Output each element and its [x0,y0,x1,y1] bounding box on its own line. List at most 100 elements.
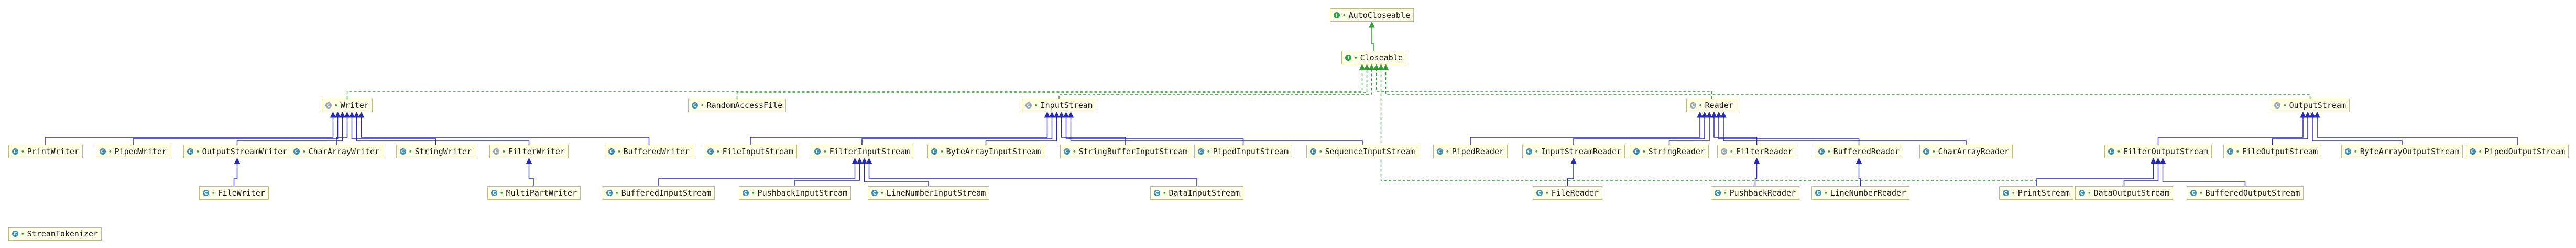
class-node-file-output-stream[interactable]: C•FileOutputStream [2223,145,2322,158]
arrowhead-icon [2155,157,2162,164]
arrowhead-icon [2300,111,2306,118]
edge-extends [336,117,348,145]
class-node-sequence-input-stream[interactable]: C•SequenceInputStream [1306,145,1419,158]
class-node-filter-input-stream[interactable]: C•FilterInputStream [811,145,914,158]
edge-extends [1713,117,1758,145]
class-name: MultiPartWriter [506,188,577,198]
class-node-file-writer[interactable]: C•FileWriter [199,186,269,200]
class-icon: C [1525,148,1533,155]
class-node-reader[interactable]: C•Reader [1686,99,1737,112]
edge-extends [1061,117,1126,145]
edge-extends [45,117,334,145]
class-node-buffered-reader[interactable]: C•BufferedReader [1815,145,1904,158]
arrowhead-icon [1382,63,1389,70]
svg-text:C: C [1027,103,1031,109]
visibility-icon: • [302,148,306,155]
visibility-icon: • [701,102,704,109]
class-node-buffered-input-stream[interactable]: C•BufferedInputStream [603,186,715,200]
class-node-string-writer[interactable]: C•StringWriter [396,145,475,158]
class-icon: C [202,189,210,197]
class-name: FileWriter [217,188,265,198]
class-node-buffered-writer[interactable]: C•BufferedWriter [605,145,694,158]
edge-extends [2036,164,2154,186]
class-node-buffered-output-stream[interactable]: C•BufferedOutputStream [2187,186,2304,200]
visibility-icon: • [1354,54,1358,61]
class-icon: C [608,148,615,155]
svg-text:C: C [495,149,498,155]
class-node-output-stream-writer[interactable]: C•OutputStreamWriter [183,145,291,158]
arrowhead-icon [1058,111,1065,118]
class-node-filter-output-stream[interactable]: C•FilterOutputStream [2104,145,2212,158]
edge-extends [361,117,650,145]
arrowhead-icon [852,157,858,164]
class-name: PipedInputStream [1213,147,1289,156]
class-node-data-output-stream[interactable]: C•DataOutputStream [2075,186,2174,200]
class-node-file-reader[interactable]: C•FileReader [1533,186,1602,200]
class-node-filter-reader[interactable]: C•FilterReader [1717,145,1796,158]
class-node-print-writer[interactable]: C•PrintWriter [8,145,83,158]
svg-text:C: C [14,232,17,237]
visibility-icon: • [617,148,621,155]
class-node-multi-part-writer[interactable]: C•MultiPartWriter [487,186,581,200]
svg-text:C: C [1716,191,1720,196]
edge-extends [868,164,1197,186]
arrowhead-icon [330,111,336,118]
svg-text:C: C [1925,149,1928,155]
class-node-writer[interactable]: C•Writer [322,99,373,112]
arrowhead-icon [2305,111,2311,118]
class-node-char-array-reader[interactable]: C•CharArrayReader [1919,145,2013,158]
class-icon: C [931,148,938,155]
svg-text:C: C [2346,149,2350,155]
svg-text:C: C [1722,149,1726,155]
edge-extends [236,117,343,145]
svg-text:C: C [204,191,208,196]
svg-text:C: C [1312,149,1315,155]
edge-extends [1470,117,1700,145]
class-node-data-input-stream[interactable]: C•DataInputStream [1150,186,1244,200]
class-name: BufferedInputStream [621,188,712,198]
class-node-input-stream-reader[interactable]: C•InputStreamReader [1522,145,1625,158]
edge-extends [794,164,860,186]
svg-text:C: C [693,103,697,109]
abstract-class-icon: C [493,148,500,155]
visibility-icon: • [1723,189,1727,197]
class-node-auto-closeable[interactable]: I•AutoCloseable [1330,8,1414,22]
class-node-output-stream[interactable]: C•OutputStream [2271,99,2350,112]
class-icon: C [1309,148,1317,155]
class-icon: C [1436,148,1444,155]
class-node-filter-writer[interactable]: C•FilterWriter [489,145,569,158]
arrowhead-icon [1855,157,1862,164]
class-node-string-buffer-input-stream[interactable]: C•StringBufferInputStream [1060,145,1192,158]
svg-text:C: C [2471,149,2475,155]
class-node-closeable[interactable]: I•Closeable [1341,51,1406,64]
abstract-class-icon: C [1720,148,1728,155]
arrowhead-icon [1701,111,1708,118]
class-node-pushback-reader[interactable]: C•PushbackReader [1711,186,1800,200]
class-node-random-access-file[interactable]: C•RandomAccessFile [688,99,787,112]
edge-extends [356,117,530,145]
arrowhead-icon [866,157,872,164]
visibility-icon: • [1073,148,1076,155]
class-node-piped-reader[interactable]: C•PipedReader [1433,145,1508,158]
class-node-line-number-reader[interactable]: C•LineNumberReader [1811,186,1910,200]
class-node-piped-input-stream[interactable]: C•PipedInputStream [1194,145,1293,158]
class-node-stream-tokenizer[interactable]: C•StreamTokenizer [8,227,102,241]
class-node-print-stream[interactable]: C•PrintStream [1999,186,2073,200]
visibility-icon: • [2479,148,2482,155]
class-node-pushback-input-stream[interactable]: C•PushbackInputStream [739,186,852,200]
class-node-piped-output-stream[interactable]: C•PipedOutputStream [2466,145,2569,158]
class-node-line-number-input-stream[interactable]: C•LineNumberInputStream [868,186,990,200]
class-node-piped-writer[interactable]: C•PipedWriter [96,145,170,158]
edge-extends [133,117,339,145]
class-node-byte-array-output-stream[interactable]: C•ByteArrayOutputStream [2341,145,2463,158]
class-name: AutoCloseable [1348,10,1411,20]
class-node-string-reader[interactable]: C•StringReader [1630,145,1709,158]
class-node-input-stream[interactable]: C•InputStream [1022,99,1096,112]
visibility-icon: • [823,148,827,155]
class-node-byte-array-input-stream[interactable]: C•ByteArrayInputStream [927,145,1045,158]
class-node-char-array-writer[interactable]: C•CharArrayWriter [290,145,384,158]
svg-text:C: C [1199,149,1203,155]
class-node-file-input-stream[interactable]: C•FileInputStream [704,145,798,158]
visibility-icon: • [2236,148,2240,155]
